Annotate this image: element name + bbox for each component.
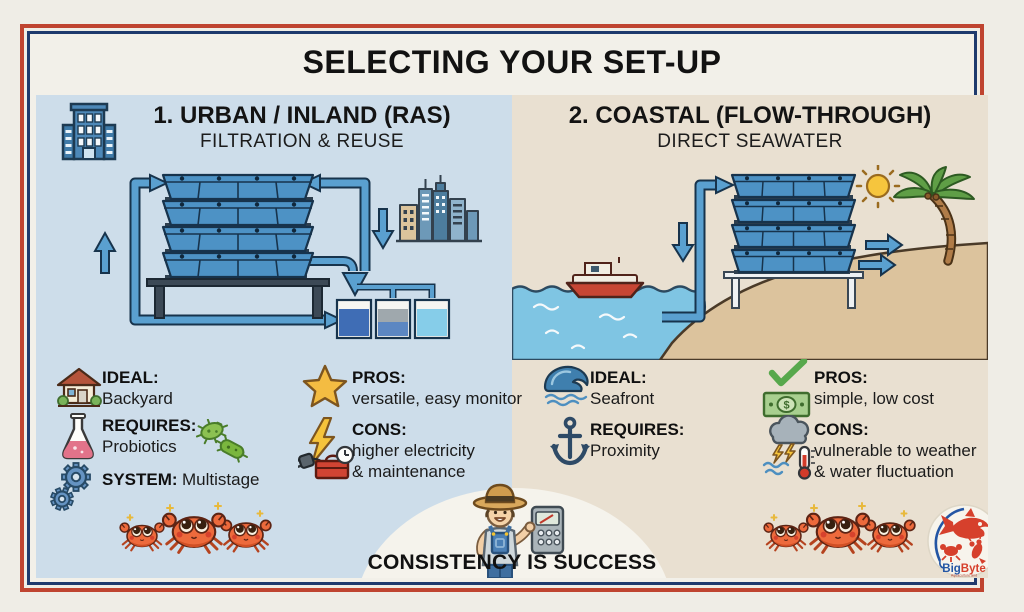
logo-wordmark: BigByte xyxy=(942,563,985,575)
star-icon xyxy=(302,364,348,408)
lobster-icon xyxy=(967,533,986,564)
right-requires-label: REQUIRES: xyxy=(590,420,685,439)
palm-tree-icon xyxy=(893,166,975,266)
sea xyxy=(512,285,707,360)
intake-pipe xyxy=(662,175,736,323)
tank-stack xyxy=(730,173,857,274)
urban-heading: 1. URBAN / INLAND (RAS) xyxy=(153,102,451,129)
left-pros-label: PROS: xyxy=(352,368,406,387)
ras-diagram xyxy=(93,173,482,340)
right-ideal-label: IDEAL: xyxy=(590,368,647,387)
left-cons-label: CONS: xyxy=(352,420,407,439)
up-arrow xyxy=(93,230,117,274)
thermometer-icon xyxy=(797,445,815,480)
left-cons-line1: higher electricity xyxy=(352,441,475,460)
tank-stack xyxy=(161,173,315,279)
content-area: 1. URBAN / INLAND (RAS) FILTRATION & REU… xyxy=(36,95,988,578)
right-ideal-value: Seafront xyxy=(590,389,655,408)
flask-icon xyxy=(62,413,94,460)
farmer-head xyxy=(472,483,528,528)
left-ideal-value: Backyard xyxy=(102,389,173,408)
page-title: SELECTING YOUR SET-UP xyxy=(302,44,722,80)
storm-thermometer-icon xyxy=(762,415,815,480)
svg-text:$: $ xyxy=(783,400,789,412)
drain-pipe xyxy=(300,173,436,298)
right-ideal-row: IDEAL: Seafront xyxy=(590,367,654,409)
outflow-arrow-2 xyxy=(858,253,897,277)
farmer-body xyxy=(481,525,519,578)
left-cons-row: CONS: higher electricity & maintenance xyxy=(352,419,475,482)
boat-icon xyxy=(565,257,645,299)
microbes-icon xyxy=(196,419,249,463)
rain-lightning-icon xyxy=(772,443,796,464)
left-ideal-row: IDEAL: Backyard xyxy=(102,367,173,409)
farmer-illustration xyxy=(472,483,565,578)
checkmark-icon xyxy=(768,359,808,387)
house-icon xyxy=(56,367,102,407)
left-system-row: SYSTEM: Multistage xyxy=(102,469,260,490)
left-requires-row: REQUIRES: Probiotics xyxy=(102,415,196,457)
right-pros-row: PROS: simple, low cost xyxy=(814,367,934,409)
left-requires-value: Probiotics xyxy=(102,437,177,456)
logo-tagline-2: Gastronomy xyxy=(954,578,974,579)
right-cons-label: CONS: xyxy=(814,420,869,439)
crabs-left xyxy=(119,502,273,554)
check-money-icon: $ xyxy=(762,359,811,418)
slogan-text: CONSISTENCY IS SUCCESS xyxy=(367,551,657,574)
right-requires-row: REQUIRES: Proximity xyxy=(590,419,684,461)
left-pros-value: versatile, easy monitor xyxy=(352,389,523,408)
left-system-value: Multistage xyxy=(182,470,260,489)
right-pros-label: PROS: xyxy=(814,368,868,387)
anchor-icon xyxy=(550,416,590,466)
down-arrow xyxy=(371,208,395,250)
lightning-icon xyxy=(308,417,336,466)
left-system-label: SYSTEM: xyxy=(102,470,178,489)
left-requires-label: REQUIRES: xyxy=(102,416,197,435)
meter-device xyxy=(530,505,565,555)
down-arrow xyxy=(671,222,695,263)
filtration-tanks xyxy=(335,298,451,340)
tank-stand xyxy=(146,278,330,319)
electricity-maintenance-icon xyxy=(298,417,354,480)
money-icon: $ xyxy=(762,391,811,418)
right-pros-value: simple, low cost xyxy=(814,389,934,408)
coastal-heading: 2. COASTAL (FLOW-THROUGH) xyxy=(568,102,932,129)
clock-icon xyxy=(335,445,354,465)
city-skyline-icon xyxy=(396,175,482,243)
right-cons-row: CONS: vulnerable to weather & water fluc… xyxy=(814,419,977,482)
water-fluctuation-icon xyxy=(762,461,790,476)
urban-subheading: FILTRATION & REUSE xyxy=(200,131,404,152)
urban-heading-block: 1. URBAN / INLAND (RAS) FILTRATION & REU… xyxy=(106,102,498,154)
toolbox-icon xyxy=(314,454,350,480)
fish-icon xyxy=(939,508,988,539)
building-icon xyxy=(61,102,117,161)
coastal-subheading: DIRECT SEAWATER xyxy=(657,131,843,152)
outflow-arrow-1 xyxy=(865,233,904,257)
gears-icon xyxy=(50,462,91,511)
crab-logo-icon xyxy=(940,544,962,562)
left-pros-row: PROS: versatile, easy monitor xyxy=(352,367,522,409)
left-ideal-label: IDEAL: xyxy=(102,368,159,387)
wave-icon xyxy=(543,365,589,407)
logo-tagline-1: Aquaculture and xyxy=(951,574,977,578)
right-requires-value: Proximity xyxy=(590,441,660,460)
coastal-diagram xyxy=(512,165,988,360)
coastal-heading-block: 2. COASTAL (FLOW-THROUGH) DIRECT SEAWATE… xyxy=(522,102,978,154)
bigbyte-logo: BigByte Aquaculture and Gastronomy xyxy=(927,504,988,579)
crabs-right xyxy=(763,502,917,554)
right-cons-line1: vulnerable to weather xyxy=(814,441,977,460)
left-cons-line2: & maintenance xyxy=(352,462,466,481)
right-cons-line2: & water fluctuation xyxy=(814,462,954,481)
sun-icon xyxy=(855,165,901,209)
storm-cloud-icon xyxy=(769,415,810,445)
recirculation-pipe xyxy=(129,173,345,330)
